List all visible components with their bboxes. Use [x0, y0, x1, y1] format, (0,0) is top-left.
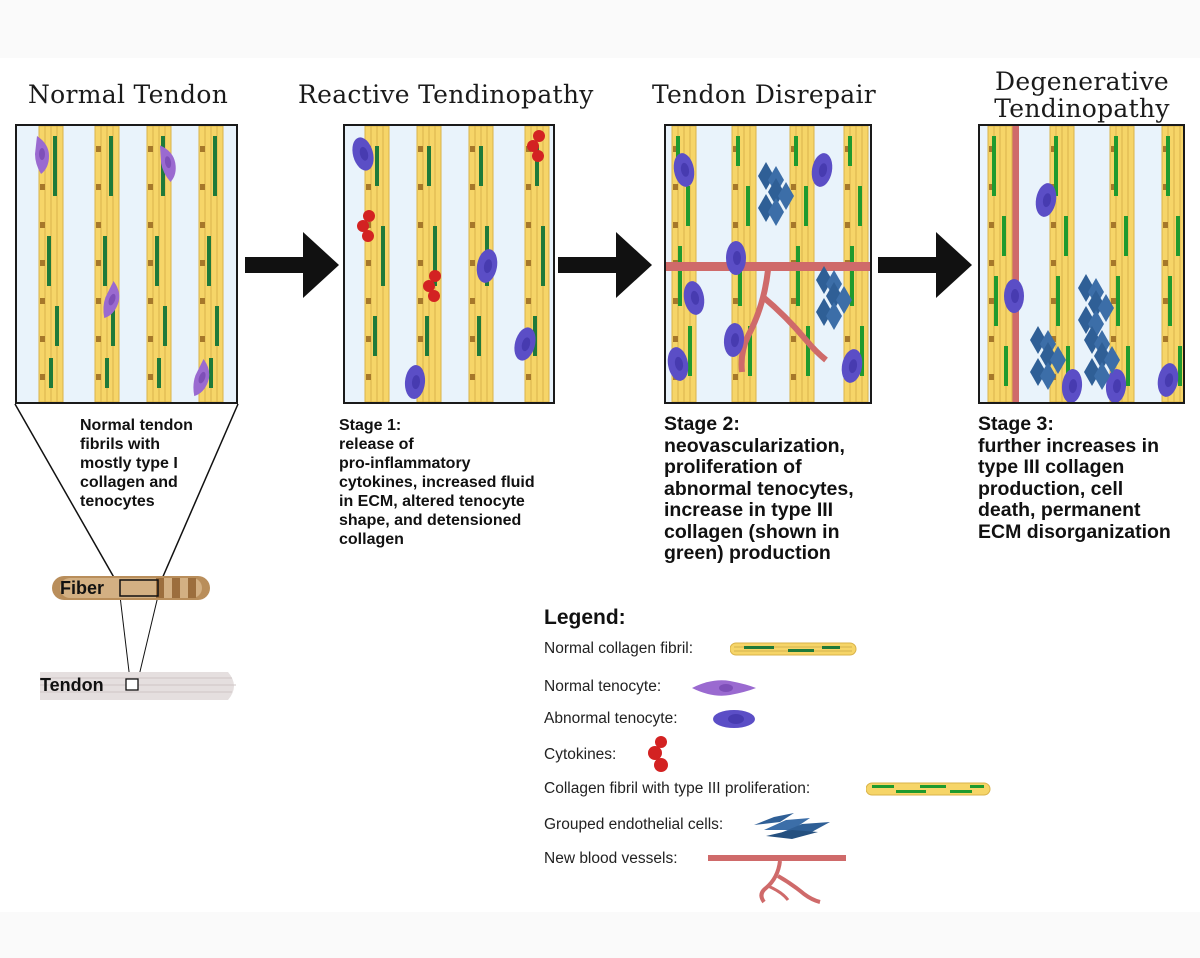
bottom-band	[0, 912, 1200, 958]
collagen-fibril	[416, 126, 442, 402]
abnormal-tenocyte-icon	[404, 365, 426, 399]
endothelial-cells-icon	[758, 162, 794, 226]
abnormal-tenocyte-icon	[673, 153, 695, 187]
blood-vessel-icon	[666, 262, 870, 271]
title-degenerative-line2: Tendinopathy	[994, 94, 1170, 123]
type3-collagen-fibril-icon	[866, 782, 991, 796]
abnormal-tenocyte-icon	[726, 241, 746, 275]
description-stage-2: Stage 2: neovascularization, proliferati…	[664, 413, 854, 564]
legend-label-abnormal-tenocyte: Abnormal tenocyte:	[544, 710, 678, 727]
abnormal-tenocyte-icon	[811, 153, 833, 187]
title-degenerative-line1: Degenerative	[995, 67, 1169, 96]
abnormal-tenocyte-icon	[352, 137, 374, 171]
description-stage-1: Stage 1: release of pro-inflammatory cyt…	[339, 417, 535, 548]
legend-title: Legend:	[544, 606, 626, 629]
collagen-fibril	[987, 126, 1013, 402]
fiber-icon	[52, 576, 210, 600]
abnormal-tenocyte-icon	[1035, 183, 1057, 217]
abnormal-tenocyte-icon	[1157, 363, 1179, 397]
abnormal-tenocyte-icon	[476, 249, 498, 283]
abnormal-tenocyte-icon	[723, 323, 745, 357]
zoom-illustration	[14, 403, 239, 700]
abnormal-tenocyte-icon	[683, 281, 705, 315]
legend-label-type3-collagen: Collagen fibril with type III proliferat…	[544, 780, 811, 797]
collagen-fibril	[94, 126, 120, 402]
blood-vessel-icon	[1010, 126, 1019, 402]
title-degenerative-tendinopathy: Degenerative Tendinopathy	[982, 68, 1182, 122]
normal-tenocyte-icon	[159, 145, 176, 183]
blood-vessel-icon	[760, 293, 828, 363]
abnormal-tenocyte-icon	[1004, 279, 1024, 313]
arrow-icon	[558, 232, 652, 298]
abnormal-tenocyte-icon	[1061, 369, 1083, 402]
cytokines-icon	[357, 210, 375, 242]
panel-tendon-disrepair	[664, 124, 872, 404]
legend-label-endothelial: Grouped endothelial cells:	[544, 816, 724, 833]
cytokines-icon	[423, 270, 441, 302]
arrow-icon	[245, 232, 339, 298]
fiber-label: Fiber	[60, 578, 105, 598]
abnormal-tenocyte-icon	[514, 327, 536, 361]
legend-label-normal-tenocyte: Normal tenocyte:	[544, 678, 662, 695]
collagen-fibril	[364, 126, 390, 402]
arrow-icon	[878, 232, 972, 298]
abnormal-tenocyte-icon	[841, 349, 863, 383]
normal-collagen-fibril-icon	[730, 642, 857, 656]
cytokines-icon	[527, 130, 545, 162]
normal-tenocyte-icon	[35, 136, 49, 174]
panel-degenerative-tendinopathy	[978, 124, 1185, 404]
abnormal-tenocyte-icon	[713, 710, 755, 728]
legend-label-normal-collagen: Normal collagen fibril:	[544, 640, 694, 657]
panel-reactive-tendinopathy	[343, 124, 555, 404]
blood-vessel-icon	[708, 855, 846, 904]
endothelial-cells-icon	[816, 266, 852, 330]
abnormal-tenocyte-icon	[1105, 369, 1127, 402]
panel-normal-tendon	[15, 124, 238, 404]
abnormal-tenocyte-icon	[667, 347, 689, 381]
title-reactive-tendinopathy: Reactive Tendinopathy	[298, 80, 594, 109]
title-tendon-disrepair: Tendon Disrepair	[652, 80, 877, 109]
legend-label-cytokines: Cytokines:	[544, 746, 617, 763]
endothelial-cells-icon	[1078, 274, 1114, 338]
collagen-fibril	[198, 126, 224, 402]
top-band	[0, 0, 1200, 58]
tendon-icon	[40, 672, 236, 700]
collagen-fibril	[38, 126, 64, 402]
normal-tenocyte-icon	[103, 281, 120, 319]
legend-label-blood-vessels: New blood vessels:	[544, 850, 678, 867]
normal-tenocyte-icon	[692, 680, 756, 696]
cytokines-icon	[648, 736, 668, 772]
blood-vessel-icon	[738, 269, 771, 373]
description-normal-tendon: Normal tendon fibrils with mostly type I…	[80, 417, 193, 510]
endothelial-cells-icon	[1030, 326, 1066, 390]
title-normal-tendon: Normal Tendon	[28, 80, 229, 109]
normal-tenocyte-icon	[193, 359, 210, 397]
endothelial-cells-icon	[1084, 326, 1120, 390]
description-stage-3: Stage 3: further increases in type III c…	[978, 413, 1171, 543]
collagen-fibril	[1161, 126, 1183, 402]
endothelial-cells-icon	[754, 813, 830, 839]
tendon-label: Tendon	[40, 675, 104, 695]
collagen-fibril	[524, 126, 550, 402]
